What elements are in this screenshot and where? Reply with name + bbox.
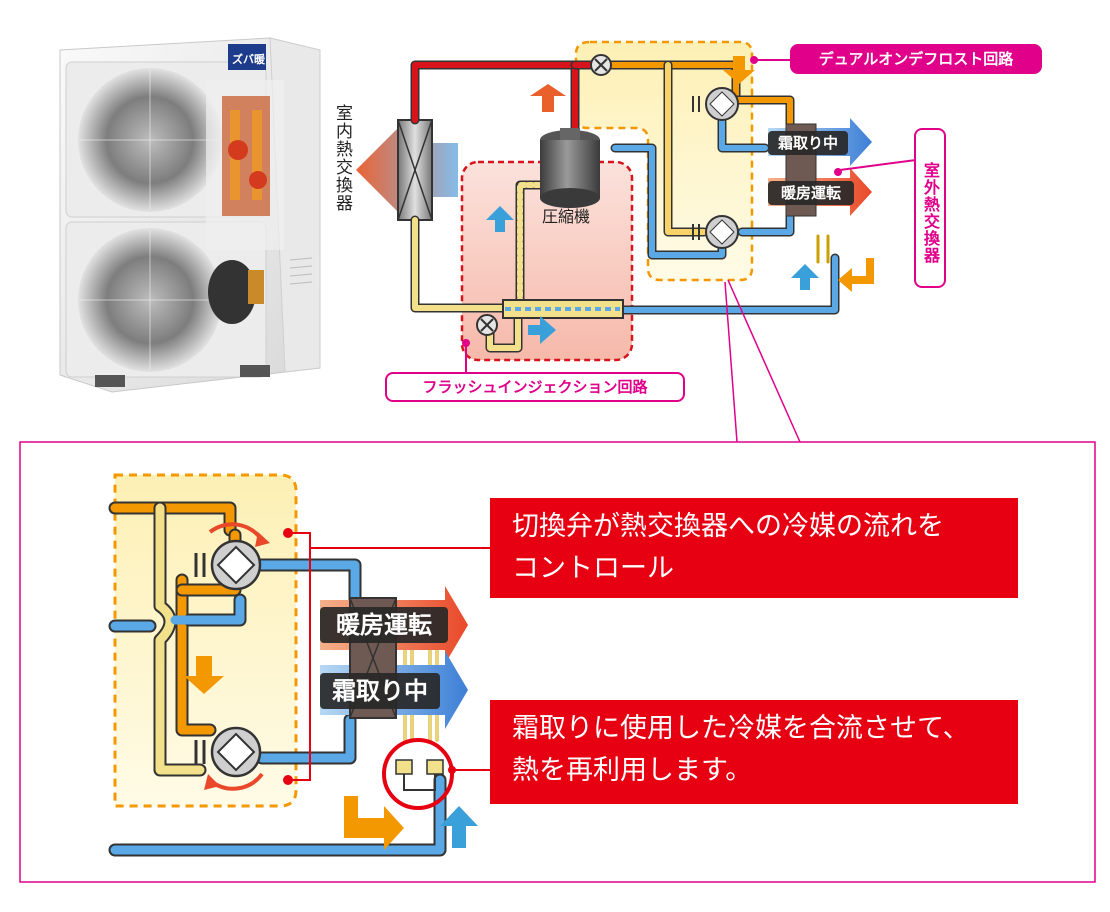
- internal-piping-photo: [222, 96, 270, 216]
- compressor-label: 圧縮機: [542, 207, 590, 226]
- expansion-valve-injection: [476, 314, 498, 336]
- heating-label-upper: 暖房運転: [768, 181, 854, 205]
- expansion-valve-top: [590, 54, 612, 76]
- zoom-switching-valve-upper: [194, 522, 270, 591]
- callout-merge-refrigerant: 霜取りに使用した冷媒を合流させて、 熱を再利用します。: [490, 700, 1018, 804]
- zoom-connector-right: [727, 279, 801, 443]
- flow-arrow-up-red: [530, 84, 566, 112]
- indoor-hx-label: 室内熱交換器: [332, 104, 352, 212]
- compressor-photo: [208, 260, 256, 324]
- zoom-flow-arrow-down-orange: [184, 656, 224, 694]
- callout-switching-valve: 切換弁が熱交換器への冷媒の流れを コントロール: [490, 498, 1018, 598]
- callout-merge-refrigerant-line-1: 霜取りに使用した冷媒を合流させて、: [512, 713, 970, 744]
- flow-arrow-up-blue-right: [791, 264, 819, 290]
- heating-label-zoom: 暖房運転: [320, 607, 448, 643]
- outdoor-unit-illustration: ズバ暖: [59, 37, 321, 393]
- flow-arrow-up-blue-left: [486, 206, 514, 232]
- zoom-connector-left: [724, 281, 738, 443]
- defrosting-label-zoom: 霜取り中: [320, 673, 440, 709]
- indoor-heat-exchanger: [397, 119, 433, 221]
- callout-merge-refrigerant-line-2: 熱を再利用します。: [512, 755, 753, 786]
- switching-valve-lower: [692, 215, 739, 249]
- zoom-flow-arrow-orange-corner: [344, 796, 404, 850]
- flow-arrow-orange-corner: [838, 258, 874, 292]
- callout-switching-valve-line-2: コントロール: [512, 553, 674, 584]
- zoom-flow-arrow-up-blue: [440, 806, 478, 848]
- zoom-switching-valve-lower: [194, 726, 264, 791]
- compressor: [540, 128, 600, 208]
- plate-heat-exchanger: [502, 299, 624, 319]
- defrosting-label-upper: 霜取り中: [768, 131, 848, 155]
- unit-logo: ズバ暖: [232, 52, 266, 66]
- flow-arrow-down-orange: [723, 56, 755, 84]
- callout-switching-valve-line-1: 切換弁が熱交換器への冷媒の流れを: [512, 511, 944, 542]
- dual-defrost-label: デュアルオンデフロスト回路: [790, 44, 1042, 74]
- switching-valve-upper: [692, 87, 739, 121]
- flow-arrow-right-blue: [528, 316, 556, 344]
- flash-injection-label: フラッシュインジェクション回路: [385, 372, 685, 402]
- outdoor-hx-label: 室外熱交換器: [914, 128, 946, 288]
